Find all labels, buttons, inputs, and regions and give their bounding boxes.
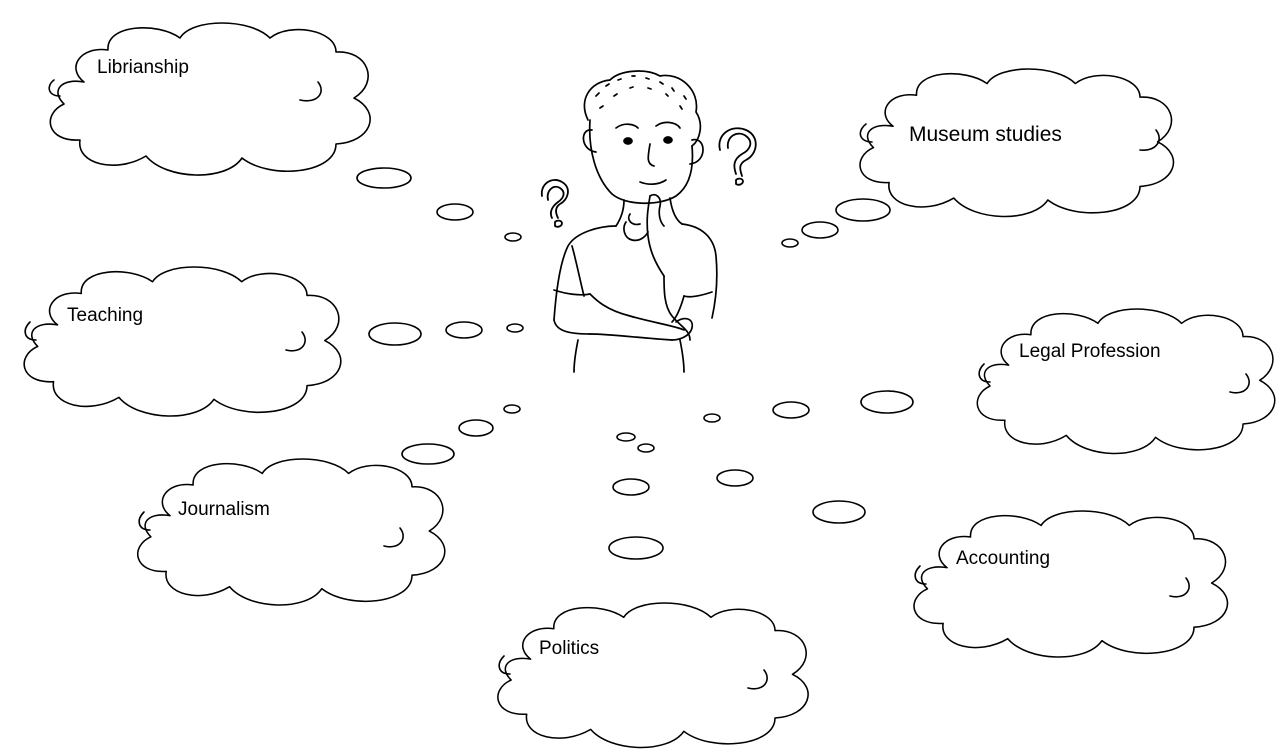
- cloud-label-museum: Museum studies: [909, 124, 1062, 145]
- cloud-politics: [498, 603, 808, 747]
- cloud-teaching: [24, 267, 341, 416]
- question-mark-icon: [719, 128, 755, 185]
- cloud-accounting: [914, 511, 1227, 657]
- cloud-label-teaching: Teaching: [67, 306, 143, 325]
- thought-bubbles-museum: [782, 199, 890, 247]
- thought-bubbles-librianship: [357, 168, 521, 241]
- thought-bubbles-legal: [704, 391, 913, 422]
- question-mark-icon: [542, 180, 568, 227]
- thinking-person-icon: [554, 71, 717, 372]
- thought-bubbles-journalism: [402, 405, 520, 464]
- cloud-label-politics: Politics: [539, 639, 599, 658]
- cloud-legal: [977, 309, 1274, 453]
- cloud-label-accounting: Accounting: [956, 549, 1050, 568]
- thought-bubbles-accounting: [717, 470, 865, 523]
- cloud-label-journalism: Journalism: [178, 500, 270, 519]
- cloud-librianship: [49, 23, 370, 175]
- cloud-label-legal: Legal Profession: [1019, 342, 1161, 361]
- cloud-label-librianship: Librianship: [97, 58, 189, 77]
- cloud-journalism: [138, 459, 445, 605]
- thought-bubbles-teaching: [369, 322, 523, 345]
- thought-bubbles-politics: [609, 433, 663, 559]
